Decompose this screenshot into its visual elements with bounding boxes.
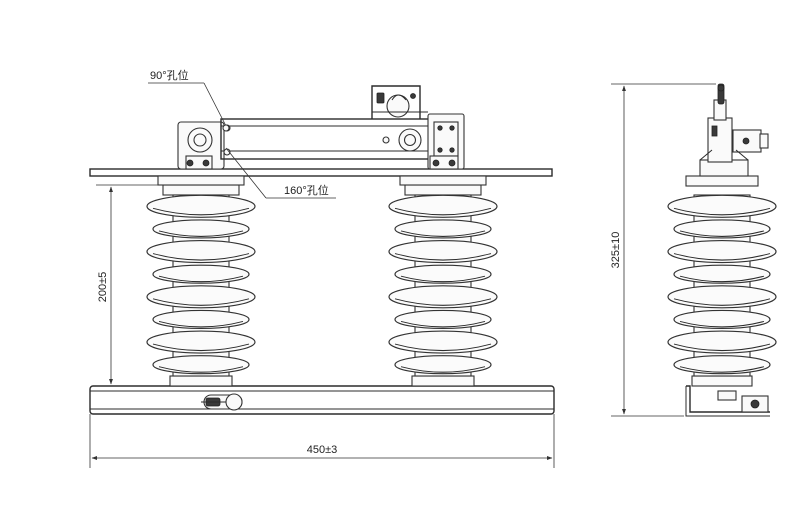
insulator-shed-shade (673, 253, 771, 261)
arc-horn (371, 85, 428, 119)
insulator-shed (152, 309, 250, 330)
insulator-shed (673, 219, 771, 239)
insulator-shed-shade (152, 253, 250, 261)
insulator-shed-shade (158, 275, 244, 283)
hole-160-label: 160°孔位 (284, 183, 329, 197)
insulator-shed-shade (673, 298, 771, 306)
insulator-shed-shade (394, 253, 492, 261)
insulator-shed-shade (394, 343, 492, 352)
hole-90-label: 90°孔位 (150, 68, 189, 82)
insulator-shed-shade (394, 298, 492, 306)
dim-width: 450±3 (89, 414, 555, 468)
base-frame (89, 385, 555, 415)
insulator-shed (394, 355, 492, 375)
insulator-shed-shade (400, 366, 486, 373)
insulator-shed (394, 264, 492, 284)
insulator-shed (388, 285, 498, 309)
hole-160-callout: 160°孔位 (225, 147, 336, 199)
insulator-side (667, 175, 777, 387)
insulator-shed-shade (400, 275, 486, 283)
insulator-shed (146, 330, 256, 354)
insulator-shed (146, 285, 256, 309)
insulator-shed (388, 239, 498, 264)
insulator-shed (673, 355, 771, 375)
insulator-shed-shade (152, 207, 250, 216)
insulator-shed (388, 330, 498, 354)
insulator-shed-shade (673, 207, 771, 216)
insulator-shed (388, 194, 498, 218)
insulator-shed (146, 194, 256, 218)
insulator-left (146, 184, 256, 387)
insulator-shed (146, 239, 256, 264)
right-contact (427, 113, 465, 170)
insulator-shed (667, 239, 777, 264)
dim-width-label: 450±3 (307, 444, 338, 456)
side-bracket (685, 385, 770, 417)
insulator-shed (394, 309, 492, 330)
insulator-shed-shade (158, 366, 244, 373)
insulator-shed (152, 355, 250, 375)
insulator-shed-shade (679, 275, 765, 283)
dim-total-height-label: 325±10 (610, 232, 622, 269)
insulator-shed-shade (679, 366, 765, 373)
insulator-shed (667, 330, 777, 354)
side-view: 325±10 (610, 83, 777, 417)
insulator-shed (667, 285, 777, 309)
dim-total-height: 325±10 (610, 83, 716, 417)
contact-blade (220, 118, 452, 160)
front-view: 90°孔位 160°孔位 200±5 450±3 (89, 68, 555, 468)
left-terminal (177, 121, 225, 170)
insulator-shed-shade (152, 298, 250, 306)
insulator-shed-shade (679, 230, 765, 237)
insulator-shed (667, 194, 777, 218)
insulator-shed-shade (400, 320, 486, 328)
insulator-shed-shade (673, 343, 771, 352)
insulator-right (388, 184, 498, 387)
insulator-shed (152, 219, 250, 239)
hole-90-callout: 90°孔位 (148, 68, 230, 132)
side-mechanism (699, 83, 769, 177)
operating-crank (201, 393, 243, 411)
insulator-shed (152, 264, 250, 284)
insulator-shed-shade (394, 207, 492, 216)
insulator-shed (394, 219, 492, 239)
insulator-shed-shade (158, 230, 244, 237)
insulator-shed-shade (158, 320, 244, 328)
insulator-shed (673, 264, 771, 284)
insulator-shed-shade (400, 230, 486, 237)
dim-insulator-height-label: 200±5 (97, 272, 109, 303)
top-plate (89, 168, 553, 186)
dim-insulator-height: 200±5 (96, 184, 160, 387)
insulator-shed-shade (152, 343, 250, 352)
insulator-shed-shade (679, 320, 765, 328)
insulator-shed (673, 309, 771, 330)
